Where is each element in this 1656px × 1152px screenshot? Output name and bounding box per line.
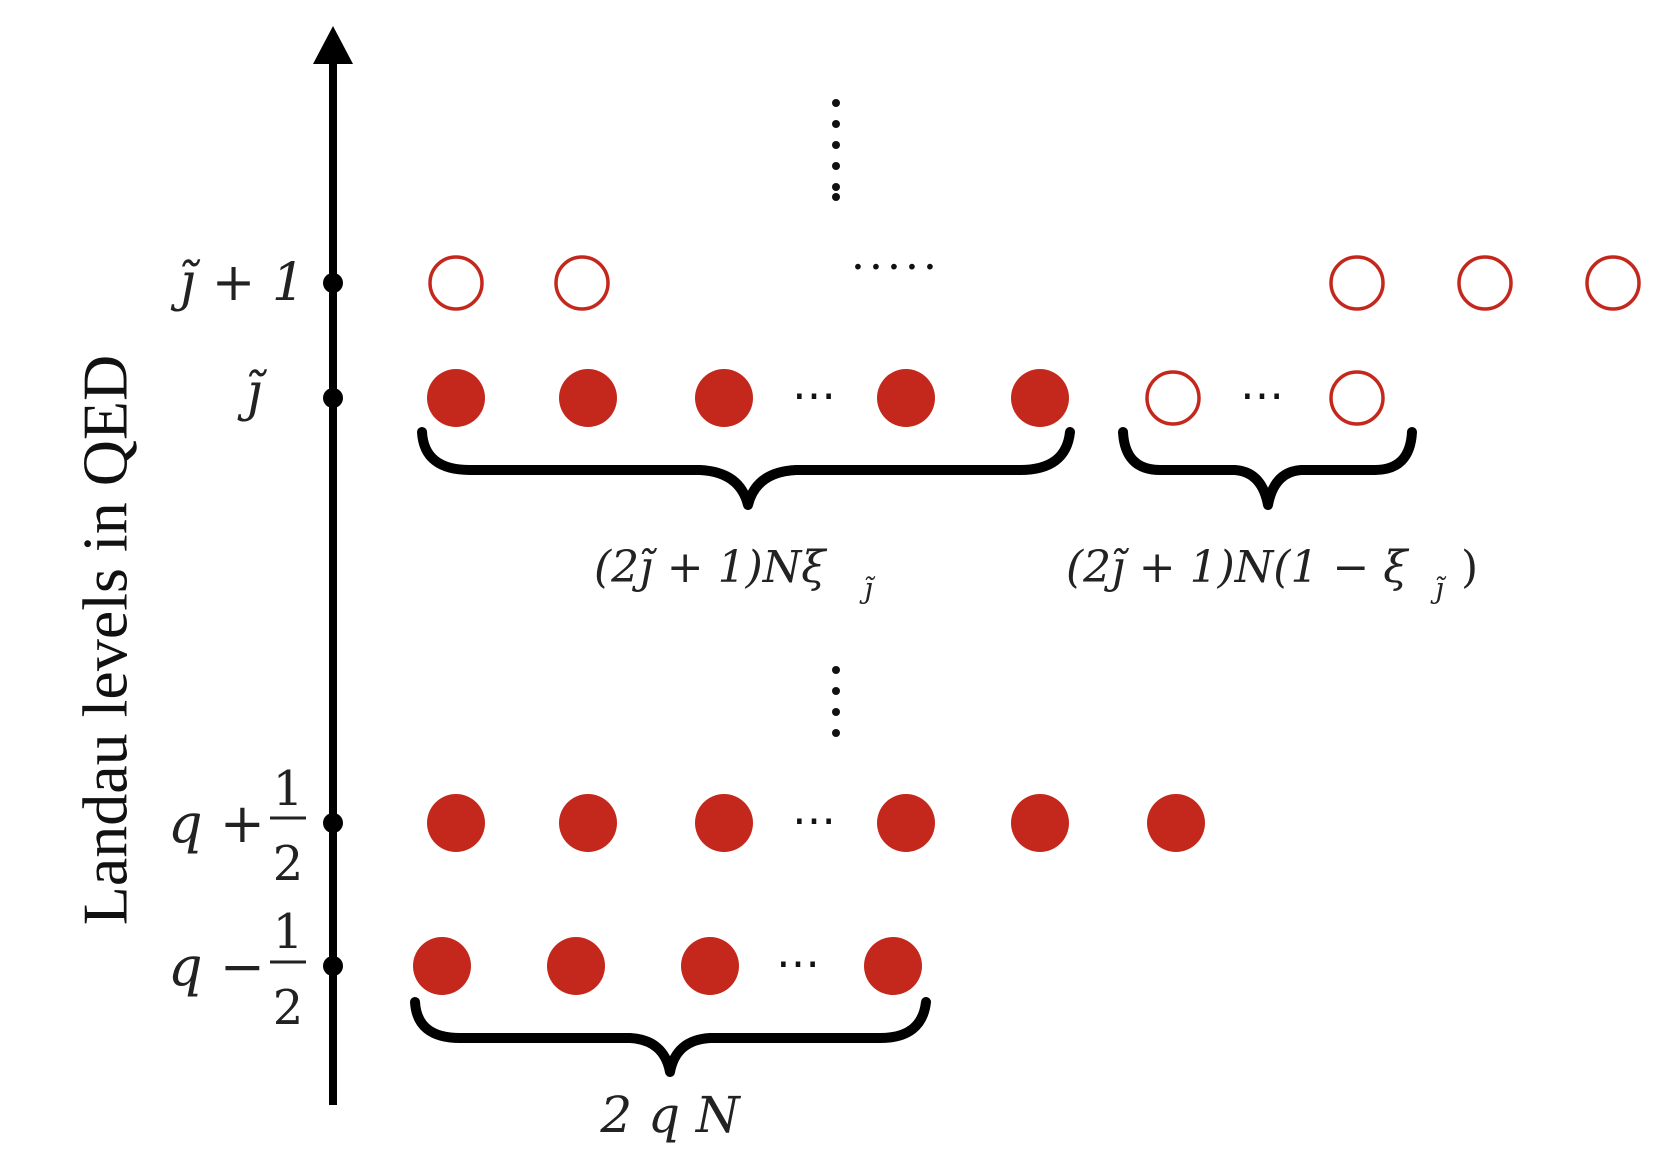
tick-j: [323, 388, 343, 408]
filled-count-subscript: j̃: [859, 572, 876, 605]
filled-state: [547, 937, 605, 995]
empty-state: [1457, 255, 1513, 311]
empty-state: [1585, 255, 1641, 311]
filled-state: [413, 937, 471, 995]
tick-j-plus-1: [323, 273, 343, 293]
brace-label-empty-j: (2j̃ + 1)N(1 − ξ j̃ ): [1066, 542, 1478, 605]
brace-label-lowest: 2 q N: [599, 1086, 742, 1144]
q-plus-half-numerator: 1: [273, 761, 304, 817]
filled-state: [1147, 794, 1205, 852]
filled-state: [427, 369, 485, 427]
vertical-ellipsis-middle: [832, 666, 840, 737]
filled-state: [681, 937, 739, 995]
tick-q-minus-half: [323, 956, 343, 976]
filled-state: [695, 794, 753, 852]
tick-q-plus-half: [323, 813, 343, 833]
empty-count-close-paren: ): [1461, 542, 1478, 593]
row-ellipsis: ⋯: [792, 795, 840, 846]
row-ellipsis: ⋯: [792, 370, 840, 421]
level-label-j: j̃: [237, 363, 268, 423]
q-plus-half-denominator: 2: [273, 836, 304, 892]
q-minus-text: q −: [168, 935, 265, 998]
filled-state: [695, 369, 753, 427]
filled-state: [877, 794, 935, 852]
brace-label-filled-j: (2j̃ + 1)Nξ j̃: [594, 542, 876, 605]
level-label-j-plus-1: j̃ + 1: [170, 253, 305, 313]
empty-state: [1329, 255, 1385, 311]
empty-count-text: (2j̃ + 1)N(1 − ξ: [1066, 542, 1410, 593]
filled-state: [559, 369, 617, 427]
row-ellipsis: ·····: [851, 242, 941, 293]
row-q-plus-half: ⋯: [427, 794, 1205, 852]
empty-count-subscript: j̃: [1430, 572, 1447, 605]
row-ellipsis: ⋯: [1240, 370, 1288, 421]
empty-state: [1329, 370, 1385, 426]
filled-state: [877, 369, 935, 427]
empty-state: [428, 255, 484, 311]
empty-state: [1145, 370, 1201, 426]
level-label-q-minus-half: q − 1 2: [168, 904, 306, 1036]
row-ellipsis: ⋯: [776, 938, 824, 989]
empty-state: [554, 255, 610, 311]
filled-state: [1011, 794, 1069, 852]
filled-state: [559, 794, 617, 852]
brace-lowest: [410, 997, 931, 1077]
filled-count-text: (2j̃ + 1)Nξ: [594, 542, 828, 593]
q-minus-half-numerator: 1: [273, 904, 304, 960]
brace-filled-j: [417, 427, 1075, 510]
row-q-minus-half: ⋯: [413, 937, 922, 995]
row-j-plus-1: ·····: [428, 242, 1641, 311]
filled-state: [864, 937, 922, 995]
axis-arrowhead: [313, 26, 353, 64]
filled-state: [427, 794, 485, 852]
q-minus-half-denominator: 2: [273, 980, 304, 1036]
q-plus-text: q +: [168, 792, 265, 855]
brace-empty-j: [1118, 427, 1417, 510]
level-label-q-plus-half: q + 1 2: [168, 761, 306, 892]
filled-state: [1011, 369, 1069, 427]
axis-title: Landau levels in QED: [70, 355, 141, 926]
vertical-ellipsis-top: [832, 99, 840, 201]
row-j: ⋯ ⋯: [427, 369, 1385, 427]
